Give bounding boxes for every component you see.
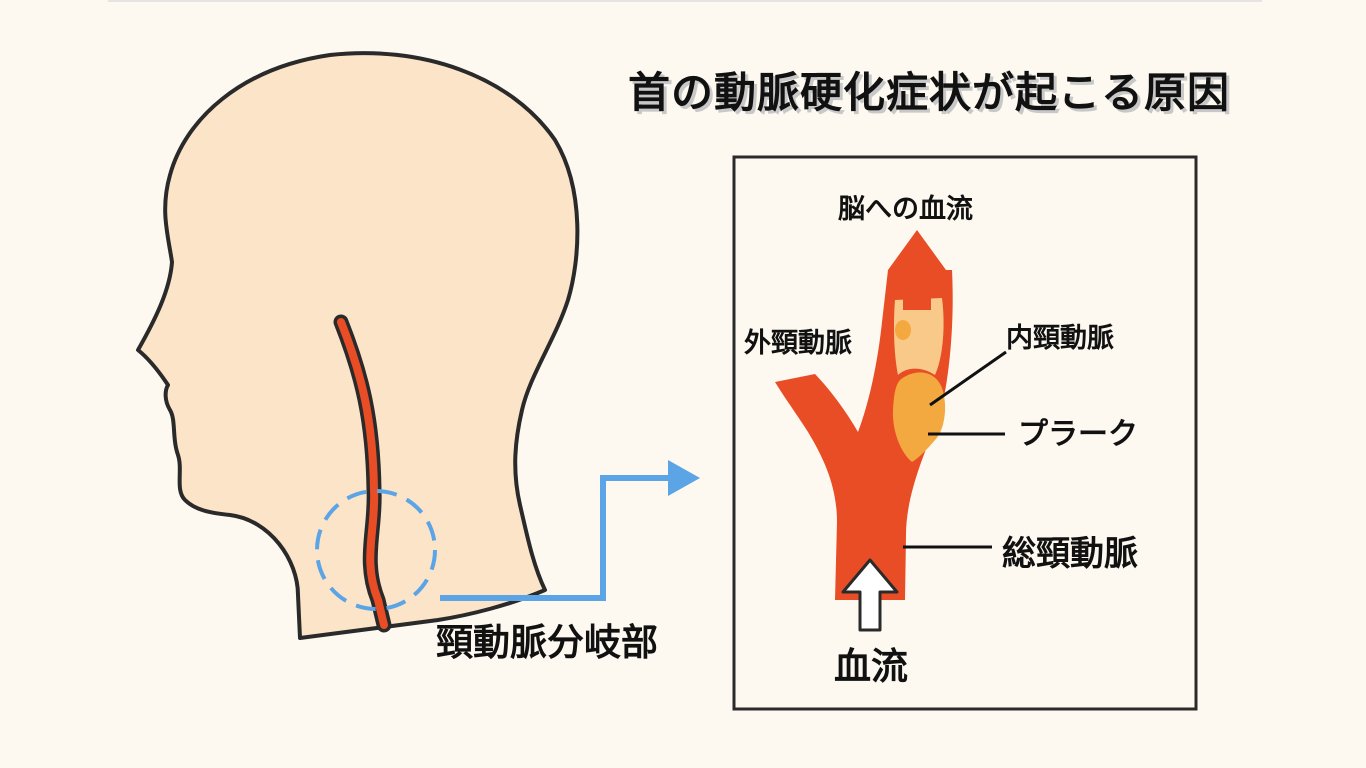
arrow-up-icon [888, 230, 946, 310]
plaque [892, 372, 946, 462]
label-bifurcation: 頸動脈分岐部 [436, 621, 658, 664]
plaque-upper [894, 298, 944, 375]
leader-internal [929, 350, 1007, 407]
bifurcation-circle [315, 489, 437, 611]
label-internal-carotid: 内頸動脈 [1006, 323, 1114, 354]
label-brain-flow: 脳への血流 [838, 194, 973, 225]
label-common-carotid: 総頸動脈 [1002, 534, 1138, 574]
label-blood-flow: 血流 [834, 645, 908, 688]
neck-artery [337, 318, 388, 629]
label-plaque: プラーク [1018, 417, 1138, 452]
arrow-right-icon [668, 460, 700, 496]
pointer-line [440, 475, 668, 601]
hollow-arrow-up-icon [841, 558, 899, 632]
label-external-carotid: 外頸動脈 [744, 328, 852, 359]
plaque-spot [895, 320, 911, 340]
page-title: 首の動脈硬化症状が起こる原因 [628, 68, 1231, 117]
